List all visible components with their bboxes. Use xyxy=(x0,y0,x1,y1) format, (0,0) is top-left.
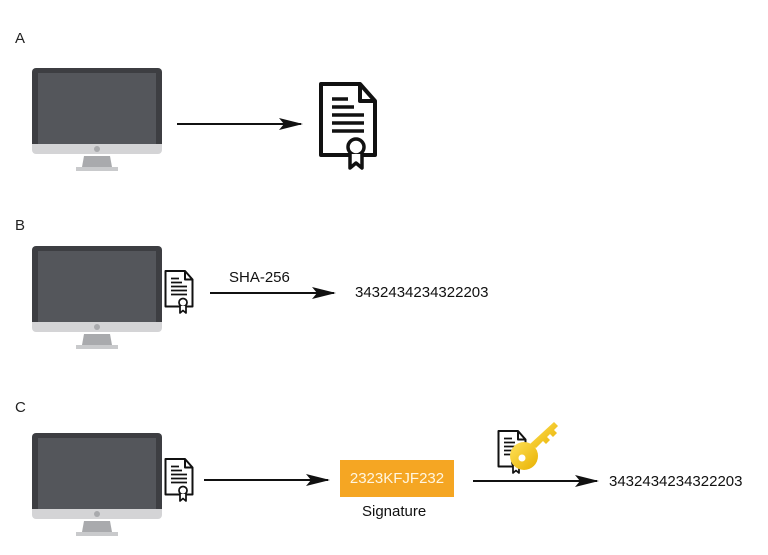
certificate-document-icon xyxy=(164,456,194,504)
arrow-c2 xyxy=(473,475,599,487)
section-c-label: C xyxy=(15,399,26,416)
arrow-a xyxy=(177,118,303,130)
arrow-b xyxy=(210,287,336,299)
sha256-label: SHA-256 xyxy=(229,269,290,286)
arrow-c1 xyxy=(204,474,330,486)
desktop-computer-icon xyxy=(32,246,162,352)
signature-box: 2323KFJF232 xyxy=(340,460,454,497)
certificate-document-icon xyxy=(164,268,194,316)
verified-hash-output: 3432434234322203 xyxy=(609,473,743,490)
desktop-computer-icon xyxy=(32,68,162,174)
section-b-label: B xyxy=(15,217,26,234)
desktop-computer-icon xyxy=(32,433,162,539)
hash-output: 3432434234322203 xyxy=(355,284,489,301)
signature-caption: Signature xyxy=(362,503,427,520)
certificate-document-icon xyxy=(318,80,378,172)
section-a-label: A xyxy=(15,30,26,47)
golden-key-icon xyxy=(510,422,558,470)
